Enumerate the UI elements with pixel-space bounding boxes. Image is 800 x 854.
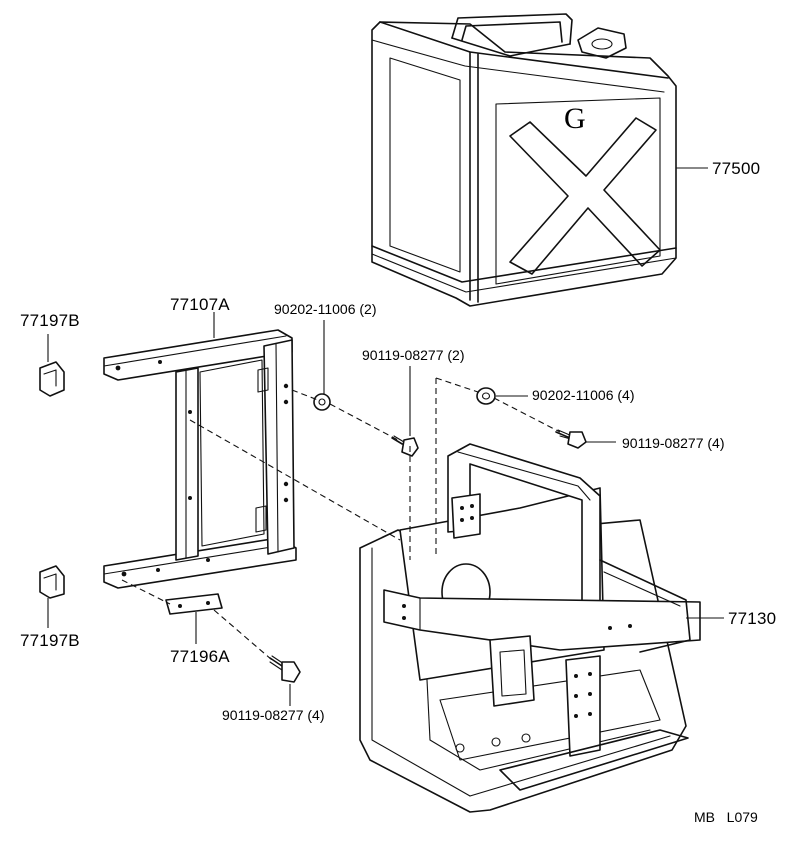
label-carrier: 77130 [728,609,777,628]
can-emblem: G [564,102,586,135]
label-cushion-bottom: 77197B [20,631,80,650]
fuel-can [371,13,677,307]
label-plate: 77196A [170,647,230,666]
leader-lines [47,167,724,706]
mounting-plate [165,593,223,615]
label-bolt-right: 90119-08277 (4) [622,435,725,451]
label-frame: 77107A [170,295,230,314]
can-carrier [359,443,701,813]
hardware [269,387,587,683]
label-washer-right: 90202-11006 (4) [532,387,635,403]
label-cushion-top: 77197B [20,311,80,330]
bracket-frame [103,329,297,589]
label-washer-left: 90202-11006 (2) [274,301,377,317]
footer-code: MB L079 [694,809,758,825]
label-bolt-upper: 90119-08277 (2) [362,347,465,363]
label-bolt-lower: 90119-08277 (4) [222,707,325,723]
rubber-cushions [39,361,65,599]
label-can: 77500 [712,159,761,178]
assembly-lines [121,377,561,661]
